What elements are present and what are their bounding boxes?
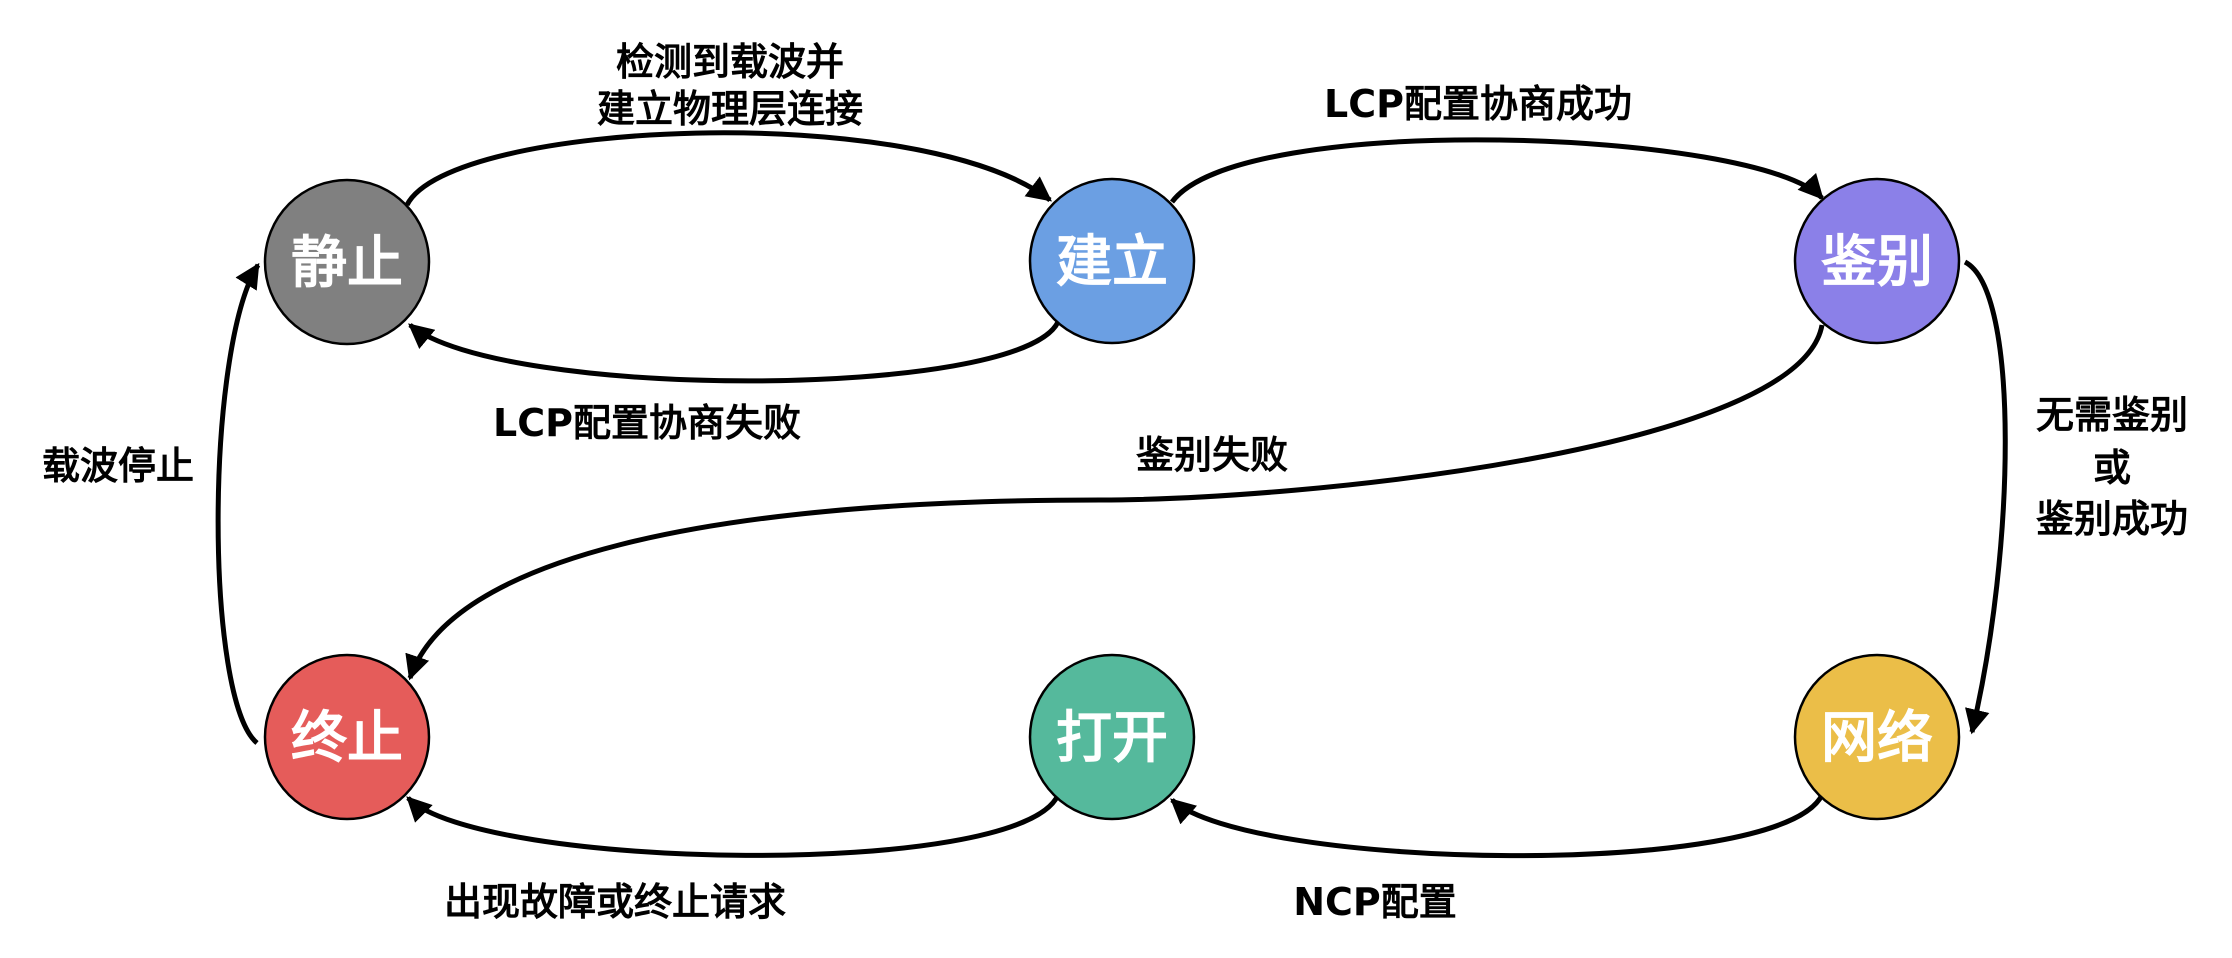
edge-label-terminate-to-dead: 载波停止 [42, 444, 194, 488]
edge-label-authenticate-to-network-line1: 无需鉴别 [2036, 393, 2188, 437]
nodes: 静止 建立 鉴别 终止 打开 网络 [263, 177, 1961, 821]
node-network-circle [1793, 653, 1961, 821]
edges [215, 130, 2008, 859]
node-open-label: 打开 [1056, 706, 1168, 771]
node-establish: 建立 [1028, 177, 1196, 345]
edge-label-dead-to-establish-line2: 建立物理层连接 [597, 87, 863, 131]
node-dead: 静止 [263, 178, 431, 346]
node-network: 网络 [1793, 653, 1961, 821]
node-dead-circle [263, 178, 431, 346]
edge-establish-to-dead [408, 320, 1061, 384]
node-dead-label: 静止 [291, 231, 403, 296]
edge-network-to-open [1170, 793, 1825, 859]
node-network-label: 网络 [1821, 706, 1933, 771]
edge-label-establish-to-authenticate: LCP配置协商成功 [1324, 82, 1632, 126]
edge-authenticate-to-terminate [405, 324, 1825, 681]
node-terminate-label: 终止 [291, 706, 403, 771]
edge-authenticate-to-network [1963, 259, 2008, 735]
node-terminate: 终止 [263, 653, 431, 821]
edge-label-authenticate-to-network-line3: 鉴别成功 [2036, 497, 2188, 541]
edge-label-establish-to-dead: LCP配置协商失败 [493, 401, 801, 445]
node-open-circle [1028, 653, 1196, 821]
edge-terminate-to-dead [215, 262, 261, 745]
edge-dead-to-establish [404, 130, 1052, 207]
edge-establish-to-authenticate [1169, 137, 1824, 204]
node-establish-label: 建立 [1056, 230, 1168, 295]
node-terminate-circle [263, 653, 431, 821]
edge-label-authenticate-to-terminate: 鉴别失败 [1136, 433, 1288, 477]
node-authenticate-circle [1793, 177, 1961, 345]
edge-label-authenticate-to-network-line2: 或 [2093, 446, 2131, 490]
node-open: 打开 [1028, 653, 1196, 821]
node-authenticate-label: 鉴别 [1821, 230, 1933, 295]
edge-labels: 检测到载波并 建立物理层连接 LCP配置协商失败 LCP配置协商成功 鉴别失败 … [42, 40, 2188, 924]
edge-label-network-to-open: NCP配置 [1293, 880, 1457, 924]
edge-open-to-terminate [406, 793, 1061, 858]
edge-label-open-to-terminate: 出现故障或终止请求 [444, 880, 786, 924]
node-establish-circle [1028, 177, 1196, 345]
edge-label-dead-to-establish-line1: 检测到载波并 [616, 40, 844, 84]
node-authenticate: 鉴别 [1793, 177, 1961, 345]
